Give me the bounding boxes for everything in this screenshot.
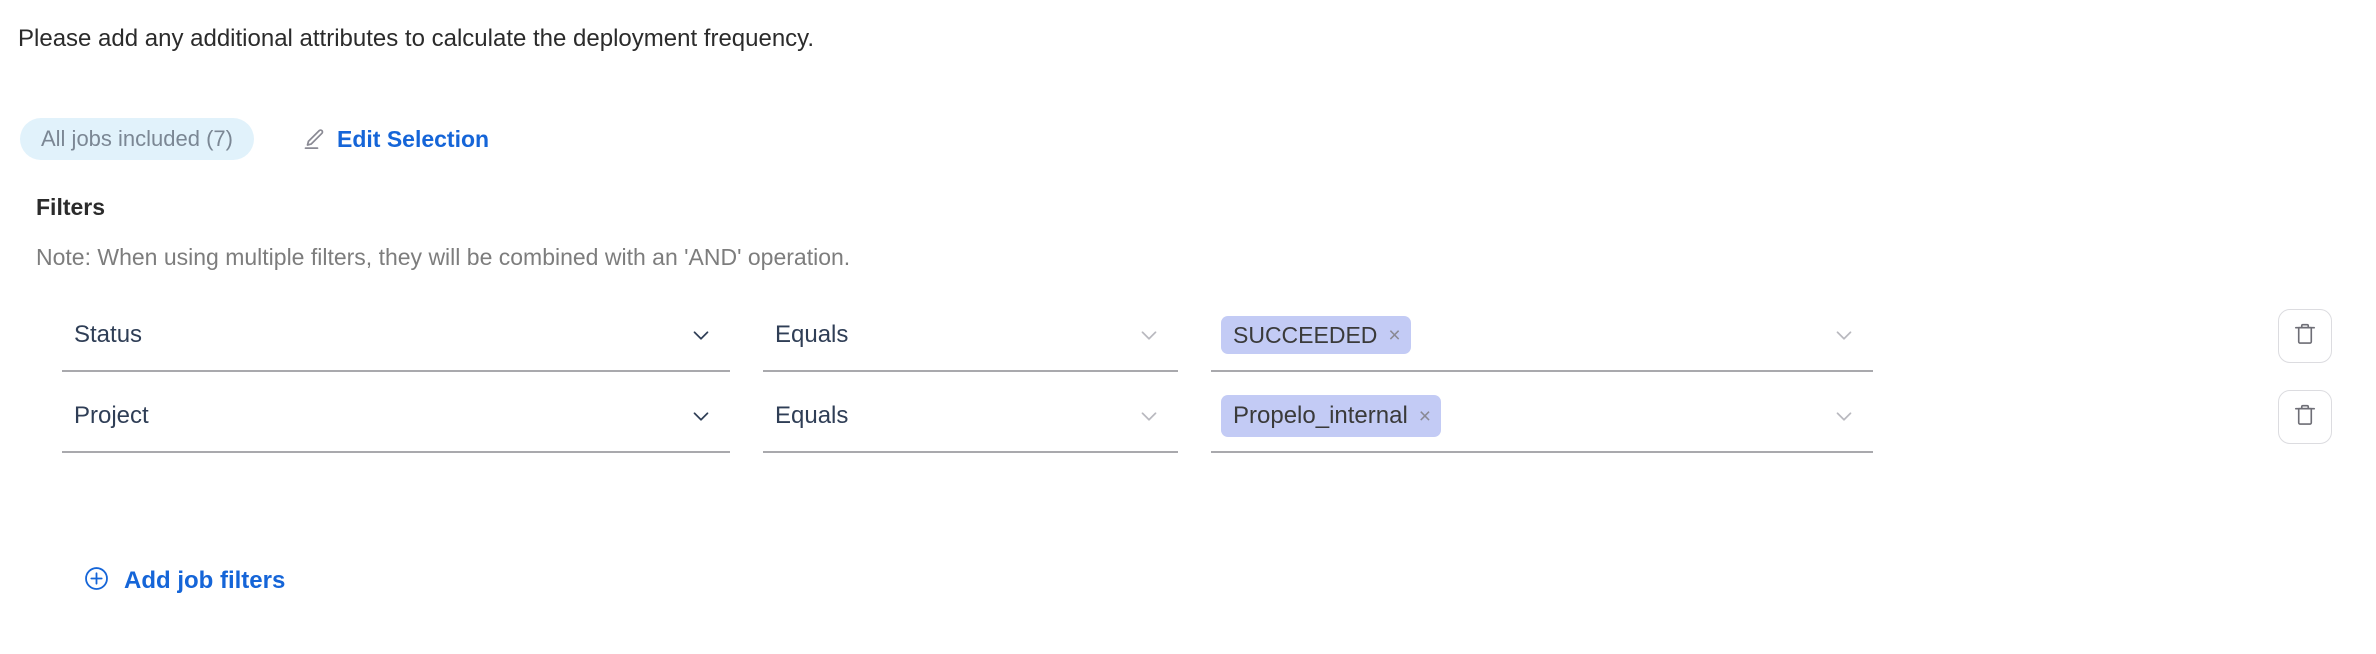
filter-operator-value: Equals: [775, 321, 849, 348]
filter-attribute-value: Project: [74, 402, 149, 429]
filter-operator-select[interactable]: Equals: [763, 300, 1178, 372]
add-job-filters-button[interactable]: Add job filters: [83, 565, 285, 597]
filter-value-select[interactable]: Propelo_internal ×: [1211, 381, 1873, 453]
filter-operator-value: Equals: [775, 402, 849, 429]
edit-selection-label: Edit Selection: [336, 125, 490, 152]
chip-remove-icon[interactable]: ×: [1388, 323, 1401, 347]
filter-attribute-select[interactable]: Project: [62, 381, 730, 453]
chip-remove-icon[interactable]: ×: [1418, 404, 1432, 428]
selection-summary: All jobs included (7) Edit Selection: [20, 118, 489, 160]
delete-filter-button[interactable]: [2278, 309, 2332, 363]
filter-value-chip[interactable]: SUCCEEDED ×: [1221, 316, 1411, 354]
filter-value-select[interactable]: SUCCEEDED ×: [1211, 300, 1873, 372]
filter-row: Project Equals Propelo_internal ×: [0, 381, 2376, 457]
chevron-down-icon: [1136, 322, 1178, 348]
filters-note: Note: When using multiple filters, they …: [36, 244, 851, 270]
filter-value-chip[interactable]: Propelo_internal ×: [1221, 395, 1442, 437]
chevron-down-icon: [1831, 403, 1873, 429]
chevron-down-icon: [1831, 322, 1873, 348]
page-instruction: Please add any additional attributes to …: [18, 25, 815, 52]
all-jobs-included-pill[interactable]: All jobs included (7): [20, 118, 254, 160]
chevron-down-icon: [688, 322, 730, 348]
chevron-down-icon: [1136, 403, 1178, 429]
filter-attribute-value: Status: [74, 321, 143, 348]
filter-value-chip-label: SUCCEEDED: [1233, 321, 1378, 348]
plus-circle-icon: [83, 565, 110, 597]
filters-heading: Filters: [36, 194, 106, 220]
trash-icon: [2292, 402, 2318, 433]
pencil-icon: [302, 127, 326, 151]
trash-icon: [2292, 321, 2318, 352]
filter-operator-select[interactable]: Equals: [763, 381, 1178, 453]
filter-attribute-select[interactable]: Status: [62, 300, 730, 372]
chevron-down-icon: [688, 403, 730, 429]
delete-filter-button[interactable]: [2278, 390, 2332, 444]
filter-row: Status Equals SUCCEEDED ×: [0, 300, 2376, 376]
add-job-filters-label: Add job filters: [124, 567, 286, 594]
edit-selection-button[interactable]: Edit Selection: [302, 126, 489, 153]
filter-value-chip-label: Propelo_internal: [1233, 402, 1408, 429]
